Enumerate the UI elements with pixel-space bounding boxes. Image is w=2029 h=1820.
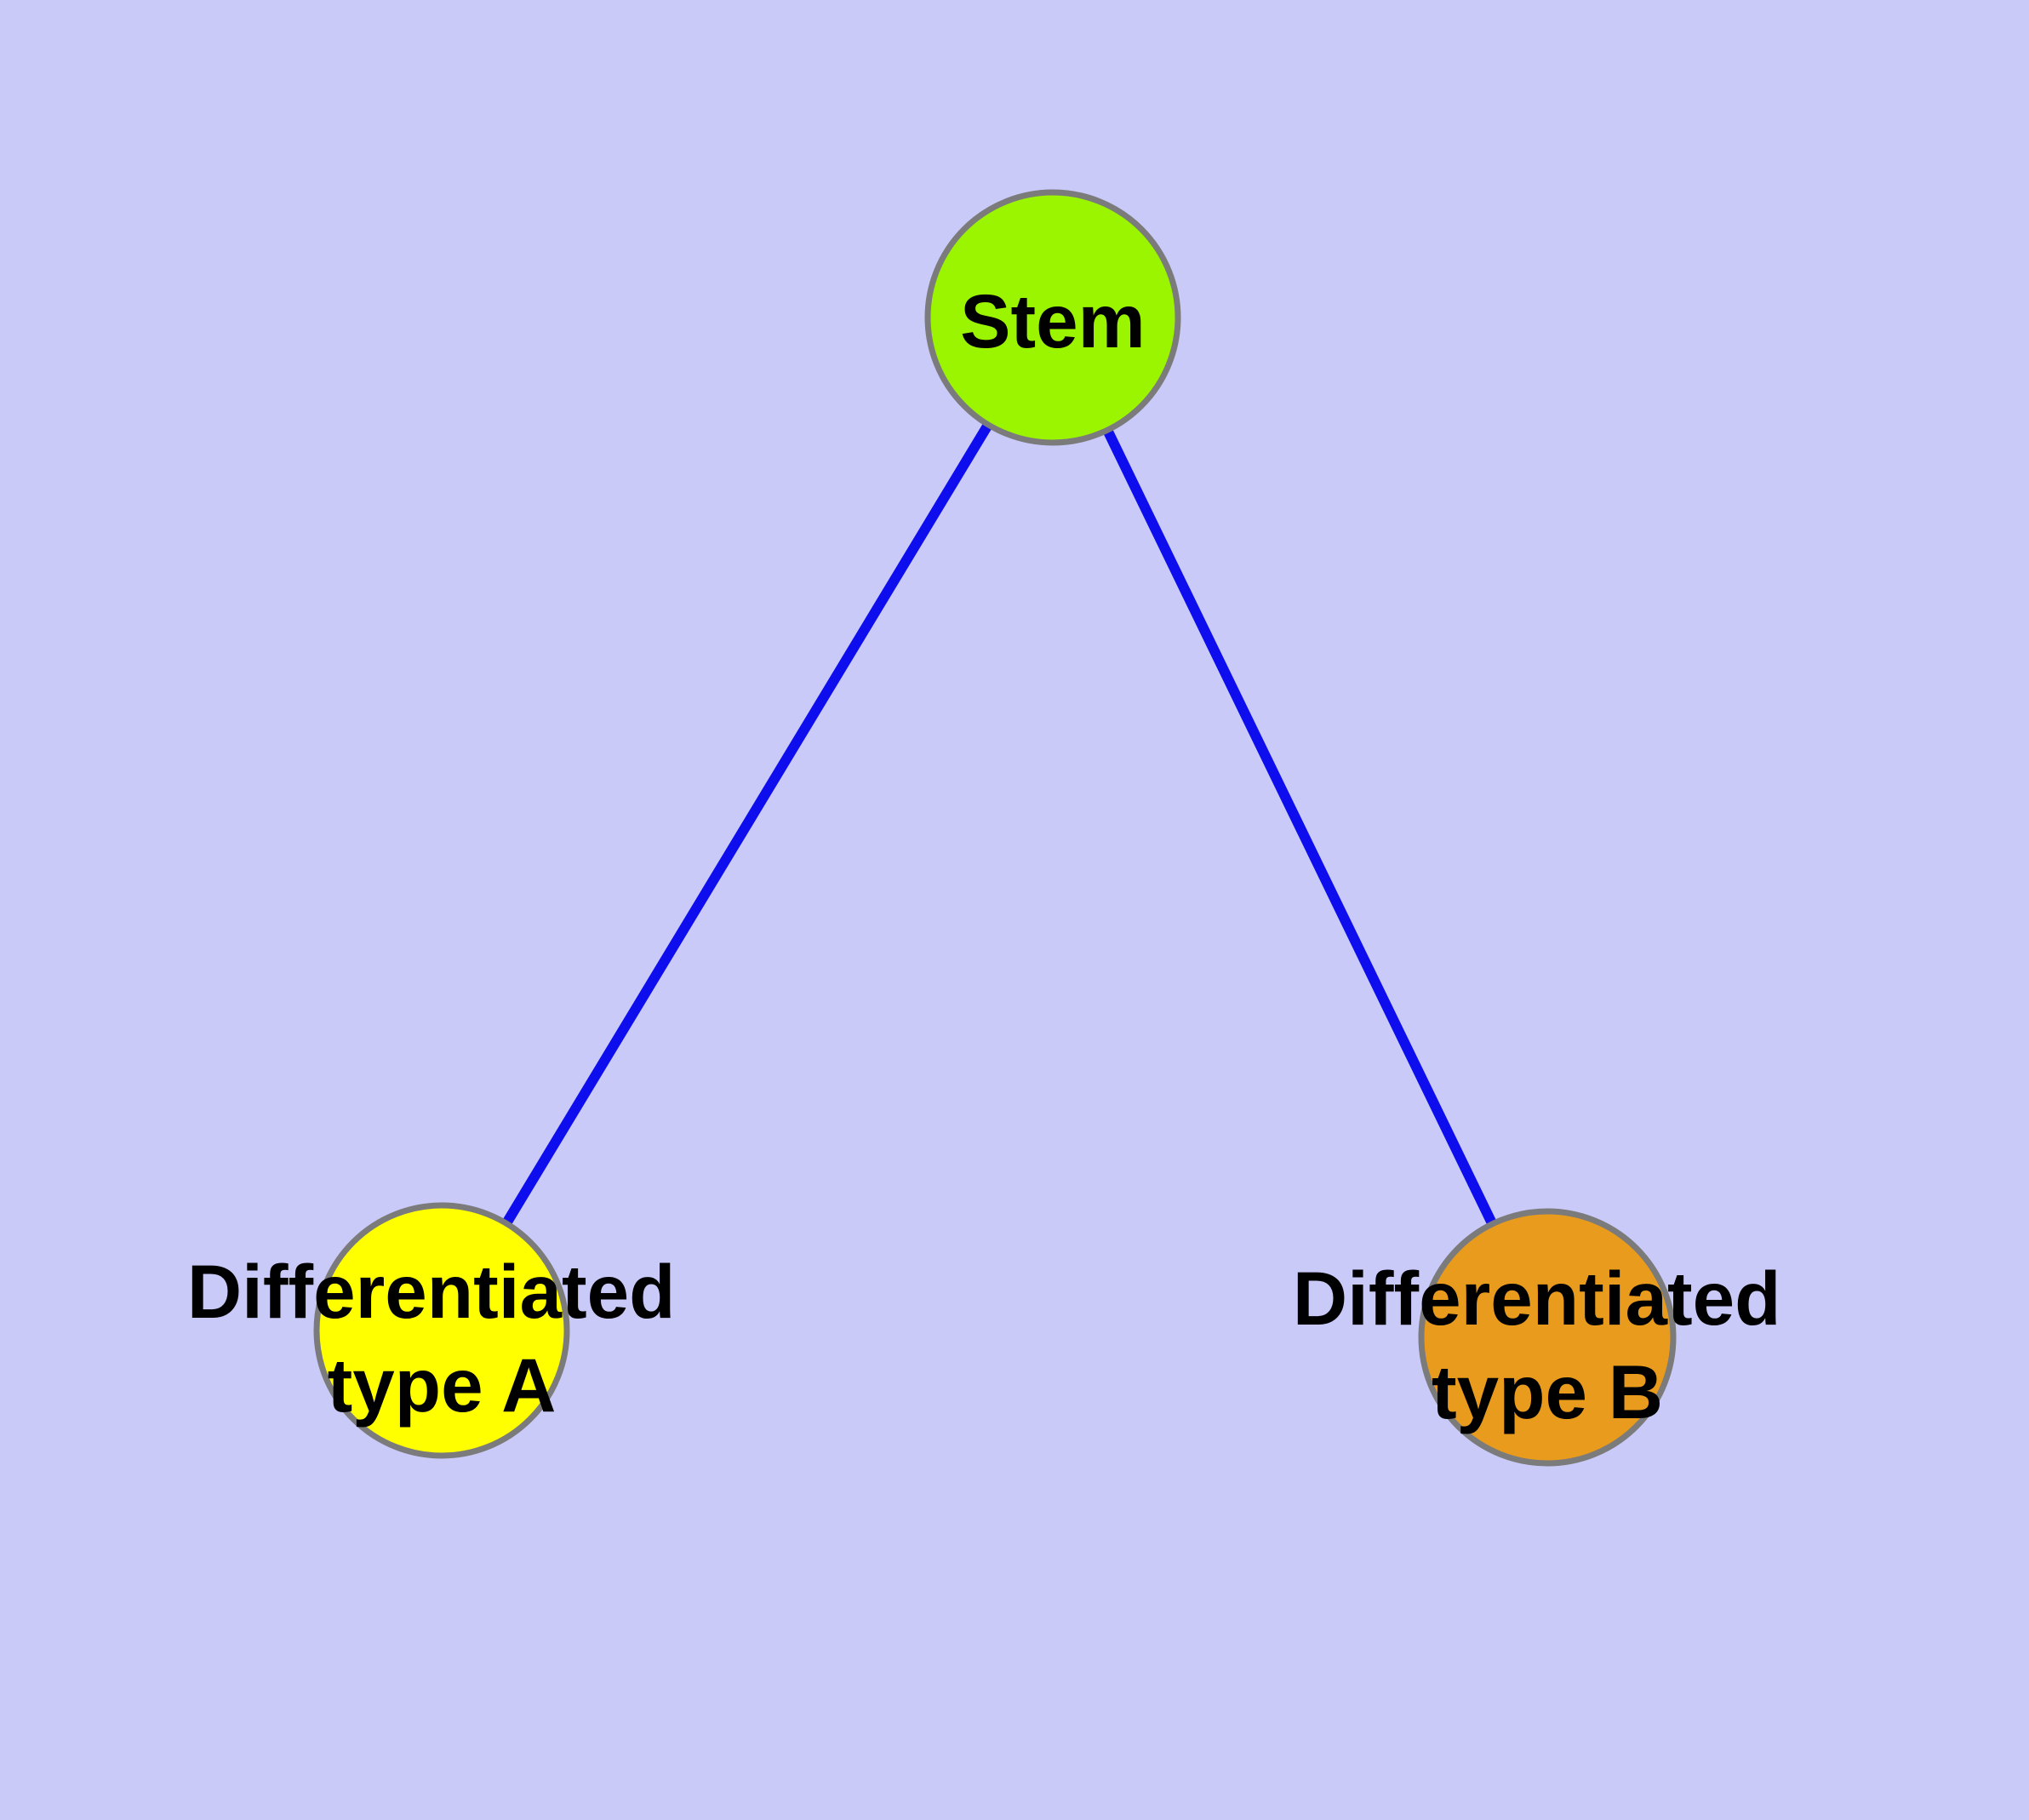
node-differentiated-type-a [313, 1202, 570, 1459]
node-type-a-label-line2: type A [328, 1342, 557, 1428]
node-type-b-label: Differentiated type B [1293, 1256, 1802, 1434]
node-differentiated-type-b [1418, 1208, 1677, 1467]
node-stem [924, 189, 1181, 446]
node-type-b-label-line1: Differentiated [1293, 1256, 1781, 1341]
node-stem-label: Stem [960, 278, 1146, 363]
node-type-a-label: Differentiated type A [187, 1249, 696, 1428]
node-type-b-label-line2: type B [1432, 1349, 1663, 1434]
edge-stem-to-type-b [1048, 315, 1552, 1340]
node-type-a-label-line1: Differentiated [187, 1249, 676, 1334]
edge-stem-to-type-a [437, 314, 1058, 1334]
